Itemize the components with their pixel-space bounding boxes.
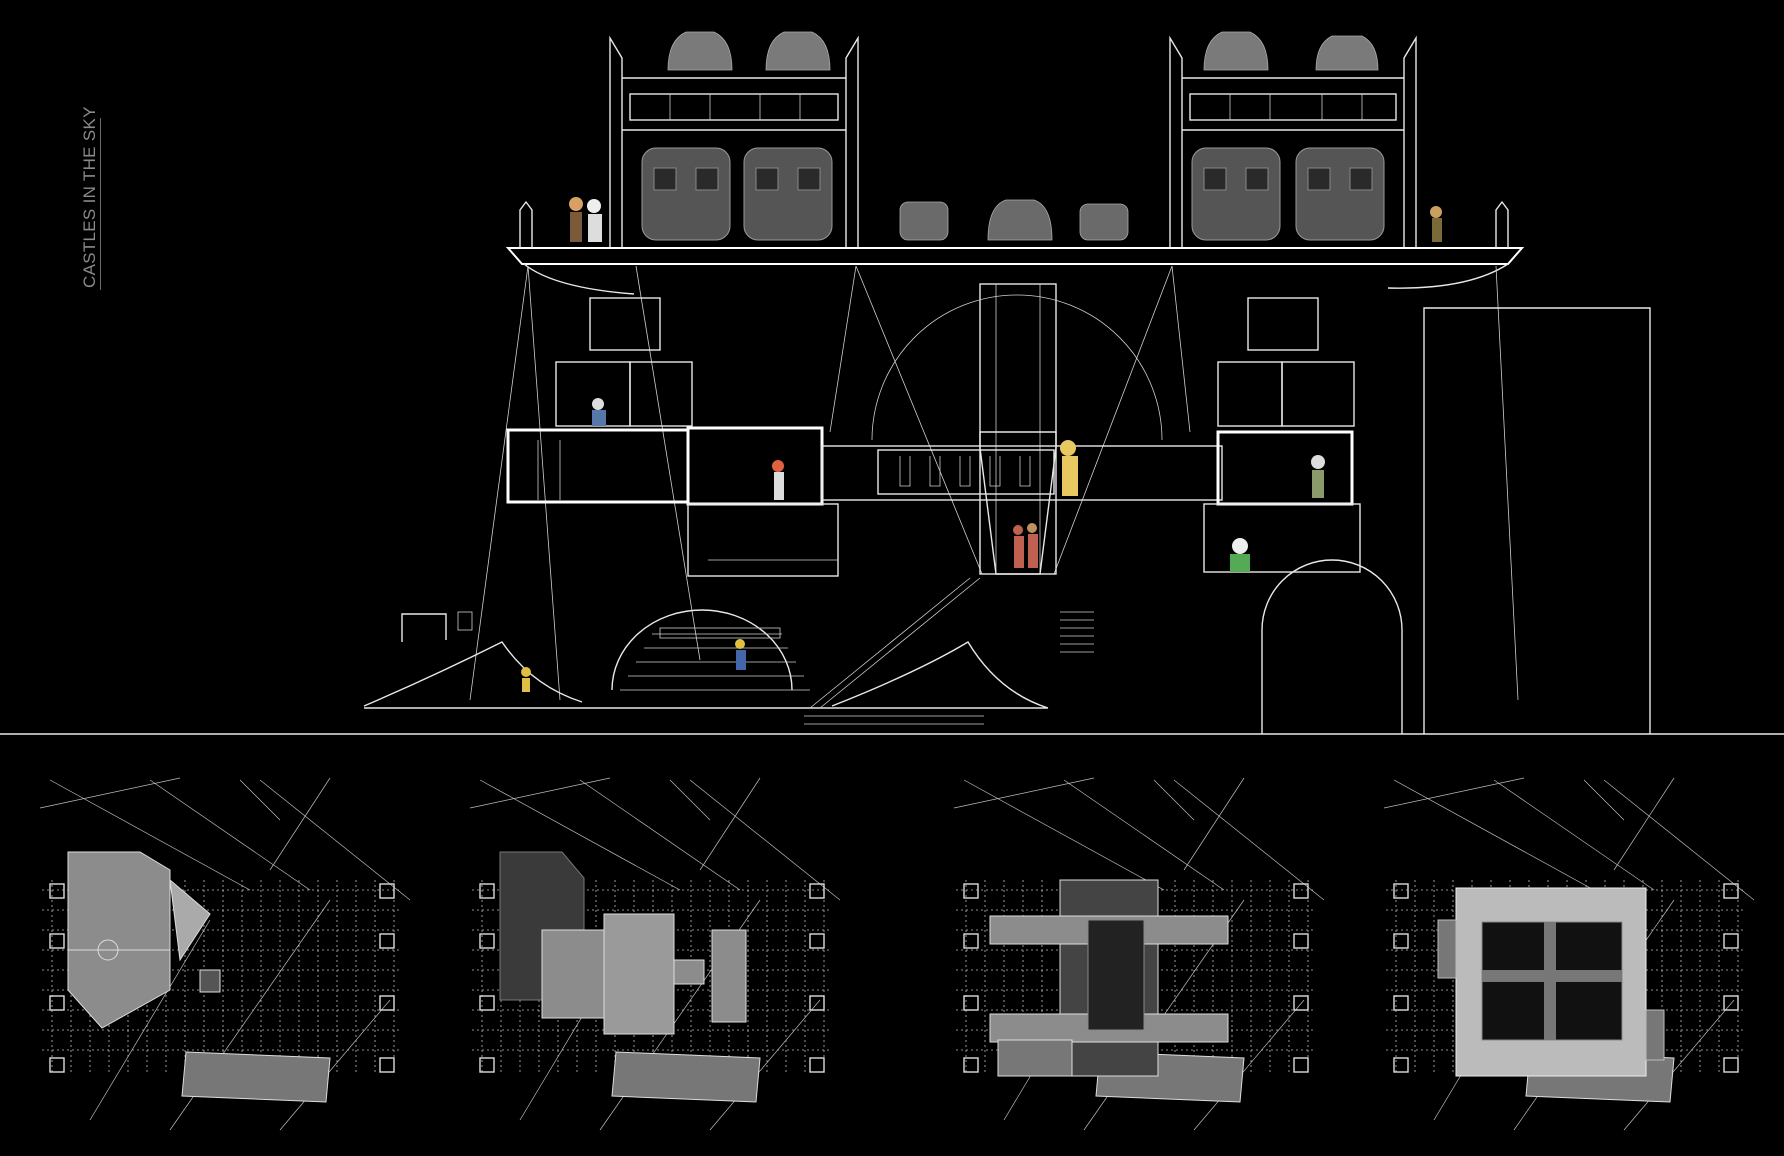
adjacent-building [1423, 307, 1651, 734]
elevator-shaft [979, 283, 1057, 575]
main-deck [505, 200, 1525, 295]
building-section-drawing [0, 31, 1784, 735]
street-car-icon [899, 199, 1129, 241]
subway-car-icon [641, 147, 1385, 241]
skate-bowl [363, 611, 1049, 709]
right-arch [1261, 559, 1403, 734]
plaza-level-plan [39, 777, 411, 1131]
car-icon [667, 31, 1379, 71]
ground-level-plan [469, 777, 841, 1131]
upper-level-plan [1383, 777, 1755, 1131]
theater-seating [611, 609, 810, 691]
right-residential-pods [1203, 297, 1361, 573]
people-figures [521, 197, 1442, 692]
mid-level-plan [953, 777, 1325, 1131]
central-bridge [821, 445, 1223, 501]
left-residential-pods [506, 297, 839, 577]
right-tower [1169, 35, 1417, 248]
title-rule [100, 118, 101, 290]
dome-arch [871, 294, 1163, 441]
suspension-cables [469, 265, 1519, 701]
left-tower [609, 35, 859, 248]
stairs [804, 577, 1094, 725]
